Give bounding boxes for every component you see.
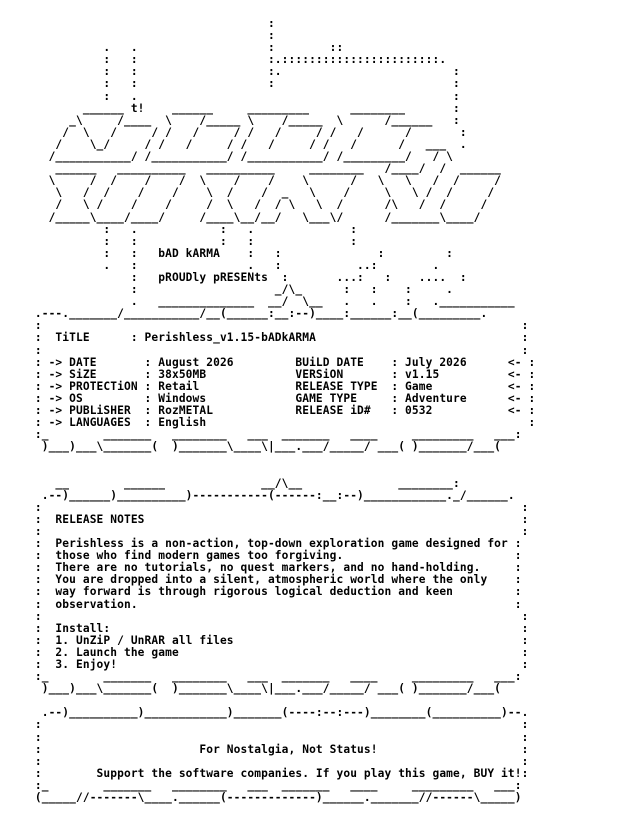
nfo-line: : _/\_ : : : .: [28, 283, 454, 297]
nfo-line: : those who find modern games too forgiv…: [28, 549, 522, 563]
nfo-line: :_ _______ ________ ___ _______ ____ ___…: [28, 670, 522, 684]
nfo-line: \ / / / / \ / / \ / \ \ / / /: [28, 174, 502, 188]
nfo-line: :_ _______ ________ ___ _______ ____ ___…: [28, 428, 522, 442]
nfo-line: : Perishless is a non-action, top-down e…: [28, 537, 522, 551]
nfo-line: :: [28, 17, 275, 30]
nfo-text-art: : : . . : :: : : :.:::::::::::::::::::::…: [28, 17, 536, 804]
nfo-line: : : :. :: [28, 65, 460, 79]
nfo-line: : :: [28, 609, 529, 623]
nfo-line: :_ _______ ________ ___ _______ ____ ___…: [28, 778, 522, 792]
nfo-line: : There are no tutorials, no quest marke…: [28, 561, 522, 575]
nfo-line: : -> LANGUAGES : English :: [28, 416, 536, 430]
nfo-line: : : : :: [28, 77, 460, 91]
nfo-line: : -> PROTECTiON : Retail RELEASE TYPE : …: [28, 379, 536, 393]
nfo-line: : :: [28, 524, 529, 538]
nfo-line: \ / / / / \ / / _ \ / \ \ / / /: [28, 186, 495, 200]
nfo-line: / \_/ / / / / / / / / / / ___ .: [28, 137, 467, 151]
nfo-line: [28, 453, 535, 465]
nfo-line: : -> DATE : August 2026 BUiLD DATE : Jul…: [28, 355, 536, 369]
nfo-line: /___________/ /___________/ /___________…: [28, 150, 454, 164]
nfo-line: [28, 465, 535, 477]
nfo-line: : :: [28, 730, 529, 744]
nfo-line: : : :.:::::::::::::::::::::::.: [28, 53, 447, 67]
nfo-line: : . :: [28, 89, 460, 103]
nfo-line: _\ /____ \ /_____ \ /_____ \ /______ :: [28, 113, 460, 127]
nfo-line: / \ / / / / \ / / \ \ / /\ / / /: [28, 198, 488, 212]
nfo-line: ______ __________ __________ ________ /_…: [28, 162, 502, 176]
nfo-line: .--)______)__________)-----------(------…: [28, 488, 515, 502]
nfo-line: ______ t! ______ _________ ________ :: [28, 101, 460, 115]
nfo-line: : 2. Launch the game :: [28, 645, 529, 659]
nfo-line: : : bAD kARMA : : : :: [28, 246, 454, 260]
nfo-line: : -> SiZE : 38x50MB VERSiON : v1.15 <- :: [28, 367, 536, 381]
nfo-line: . . : ::: [28, 41, 344, 55]
nfo-line: : :: [28, 754, 529, 768]
nfo-line: : 3. Enjoy! :: [28, 657, 529, 671]
nfo-line: : RELEASE NOTES :: [28, 512, 529, 526]
nfo-line: __ ______ __/\__ ________:: [28, 476, 460, 490]
nfo-line: : :: [28, 500, 529, 514]
nfo-line: (_____//-------\____.______(------------…: [28, 791, 522, 804]
nfo-line: : TiTLE : Perishless_v1.15-bADkARMA :: [28, 331, 529, 345]
nfo-line: : . : . :: [28, 222, 358, 236]
nfo-line: : observation. :: [28, 597, 522, 611]
nfo-line: : 1. UnZiP / UnRAR all files :: [28, 633, 529, 647]
nfo-line: : -> OS : Windows GAME TYPE : Adventure …: [28, 391, 536, 405]
nfo-line: /_____\____/____/ /____\__/__/ \___\/ /_…: [28, 210, 481, 224]
nfo-line: : -> PUBLiSHER : RozMETAL RELEASE iD# : …: [28, 404, 536, 417]
nfo-line: : way forward is through rigorous logica…: [28, 585, 522, 599]
nfo-line: : :: [28, 319, 529, 333]
nfo-line: : :: [28, 718, 529, 732]
nfo-line: : :: [28, 343, 529, 357]
nfo-line: .--)__________)____________)_______(----…: [28, 706, 529, 720]
nfo-line: )___)___\_______( )_______\____\|___.___…: [28, 682, 502, 696]
nfo-line: . : . : ..: .: [28, 258, 440, 272]
nfo-line: : : : : :: [28, 234, 358, 248]
nfo-line: : For Nostalgia, Not Status! :: [28, 742, 529, 756]
nfo-line: : You are dropped into a silent, atmosph…: [28, 573, 522, 587]
nfo-line: : pROUDly pRESENts : ...: : .... :: [28, 270, 467, 284]
nfo-line: .---._______/___________/__(______:__:--…: [28, 307, 488, 321]
nfo-line: : Install: :: [28, 621, 529, 635]
nfo-line: )___)___\_______( )_______\____\|___.___…: [28, 440, 502, 454]
nfo-line: : Support the software companies. If you…: [28, 766, 529, 780]
nfo-line: / \ / / / / / / / / / / / :: [28, 125, 467, 139]
nfo-line: . ______________ __/ \__ . . : .________…: [28, 295, 515, 309]
nfo-line: :: [28, 29, 275, 43]
